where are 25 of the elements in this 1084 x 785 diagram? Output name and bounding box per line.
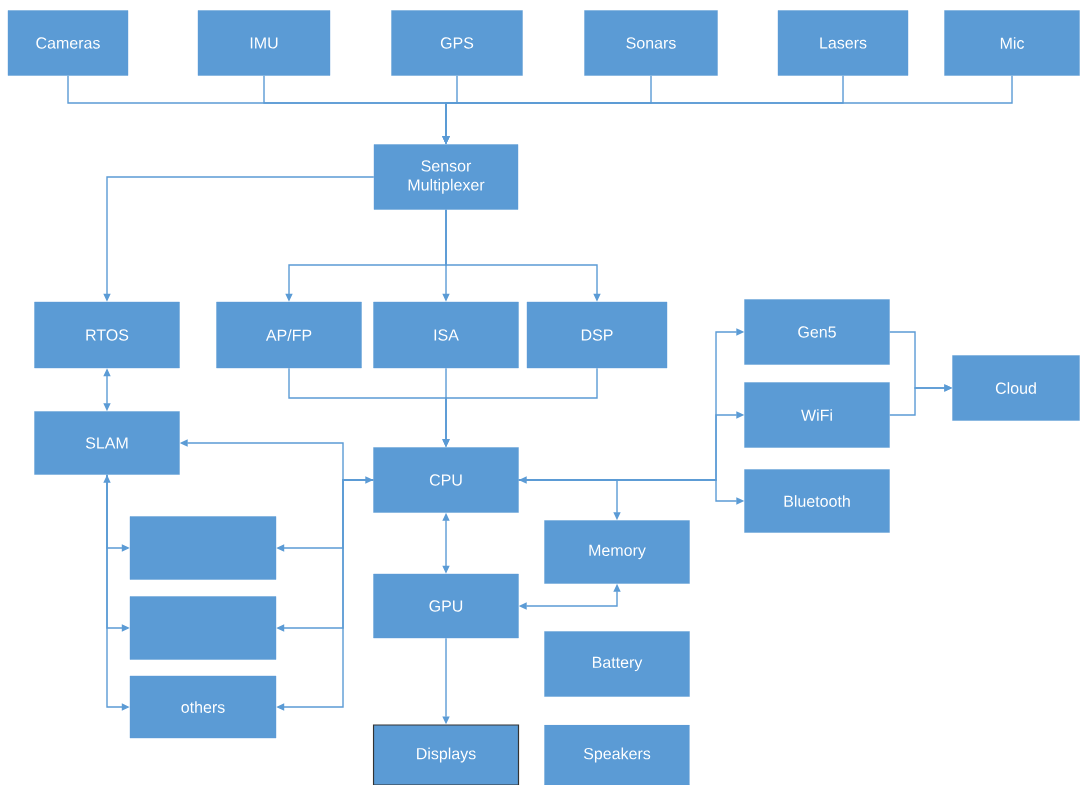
process-box: DSP bbox=[526, 301, 668, 369]
empty-box bbox=[129, 516, 277, 580]
process-box: ISA bbox=[373, 301, 519, 369]
process-box: IMU bbox=[197, 10, 331, 76]
process-box: RTOS bbox=[34, 301, 180, 369]
process-box: CPU bbox=[373, 447, 519, 513]
process-box: Sonars bbox=[584, 10, 718, 76]
process-box: Sensor Multiplexer bbox=[373, 144, 519, 210]
process-box: Cameras bbox=[7, 10, 129, 76]
process-box: Lasers bbox=[777, 10, 909, 76]
process-box: GPU bbox=[373, 573, 519, 639]
process-box: SLAM bbox=[34, 411, 180, 475]
process-box: WiFi bbox=[744, 382, 890, 448]
process-box: Mic bbox=[944, 10, 1080, 76]
process-box: Memory bbox=[544, 520, 690, 584]
process-box: AP/FP bbox=[216, 301, 362, 369]
process-box: Displays bbox=[372, 724, 520, 785]
process-box: Bluetooth bbox=[744, 469, 890, 533]
empty-box bbox=[129, 596, 277, 660]
process-box: Battery bbox=[544, 631, 690, 697]
process-box: Cloud bbox=[952, 355, 1080, 421]
process-box: others bbox=[129, 675, 277, 739]
process-box: Speakers bbox=[544, 724, 690, 785]
process-box: Gen5 bbox=[744, 299, 890, 365]
process-box: GPS bbox=[391, 10, 523, 76]
